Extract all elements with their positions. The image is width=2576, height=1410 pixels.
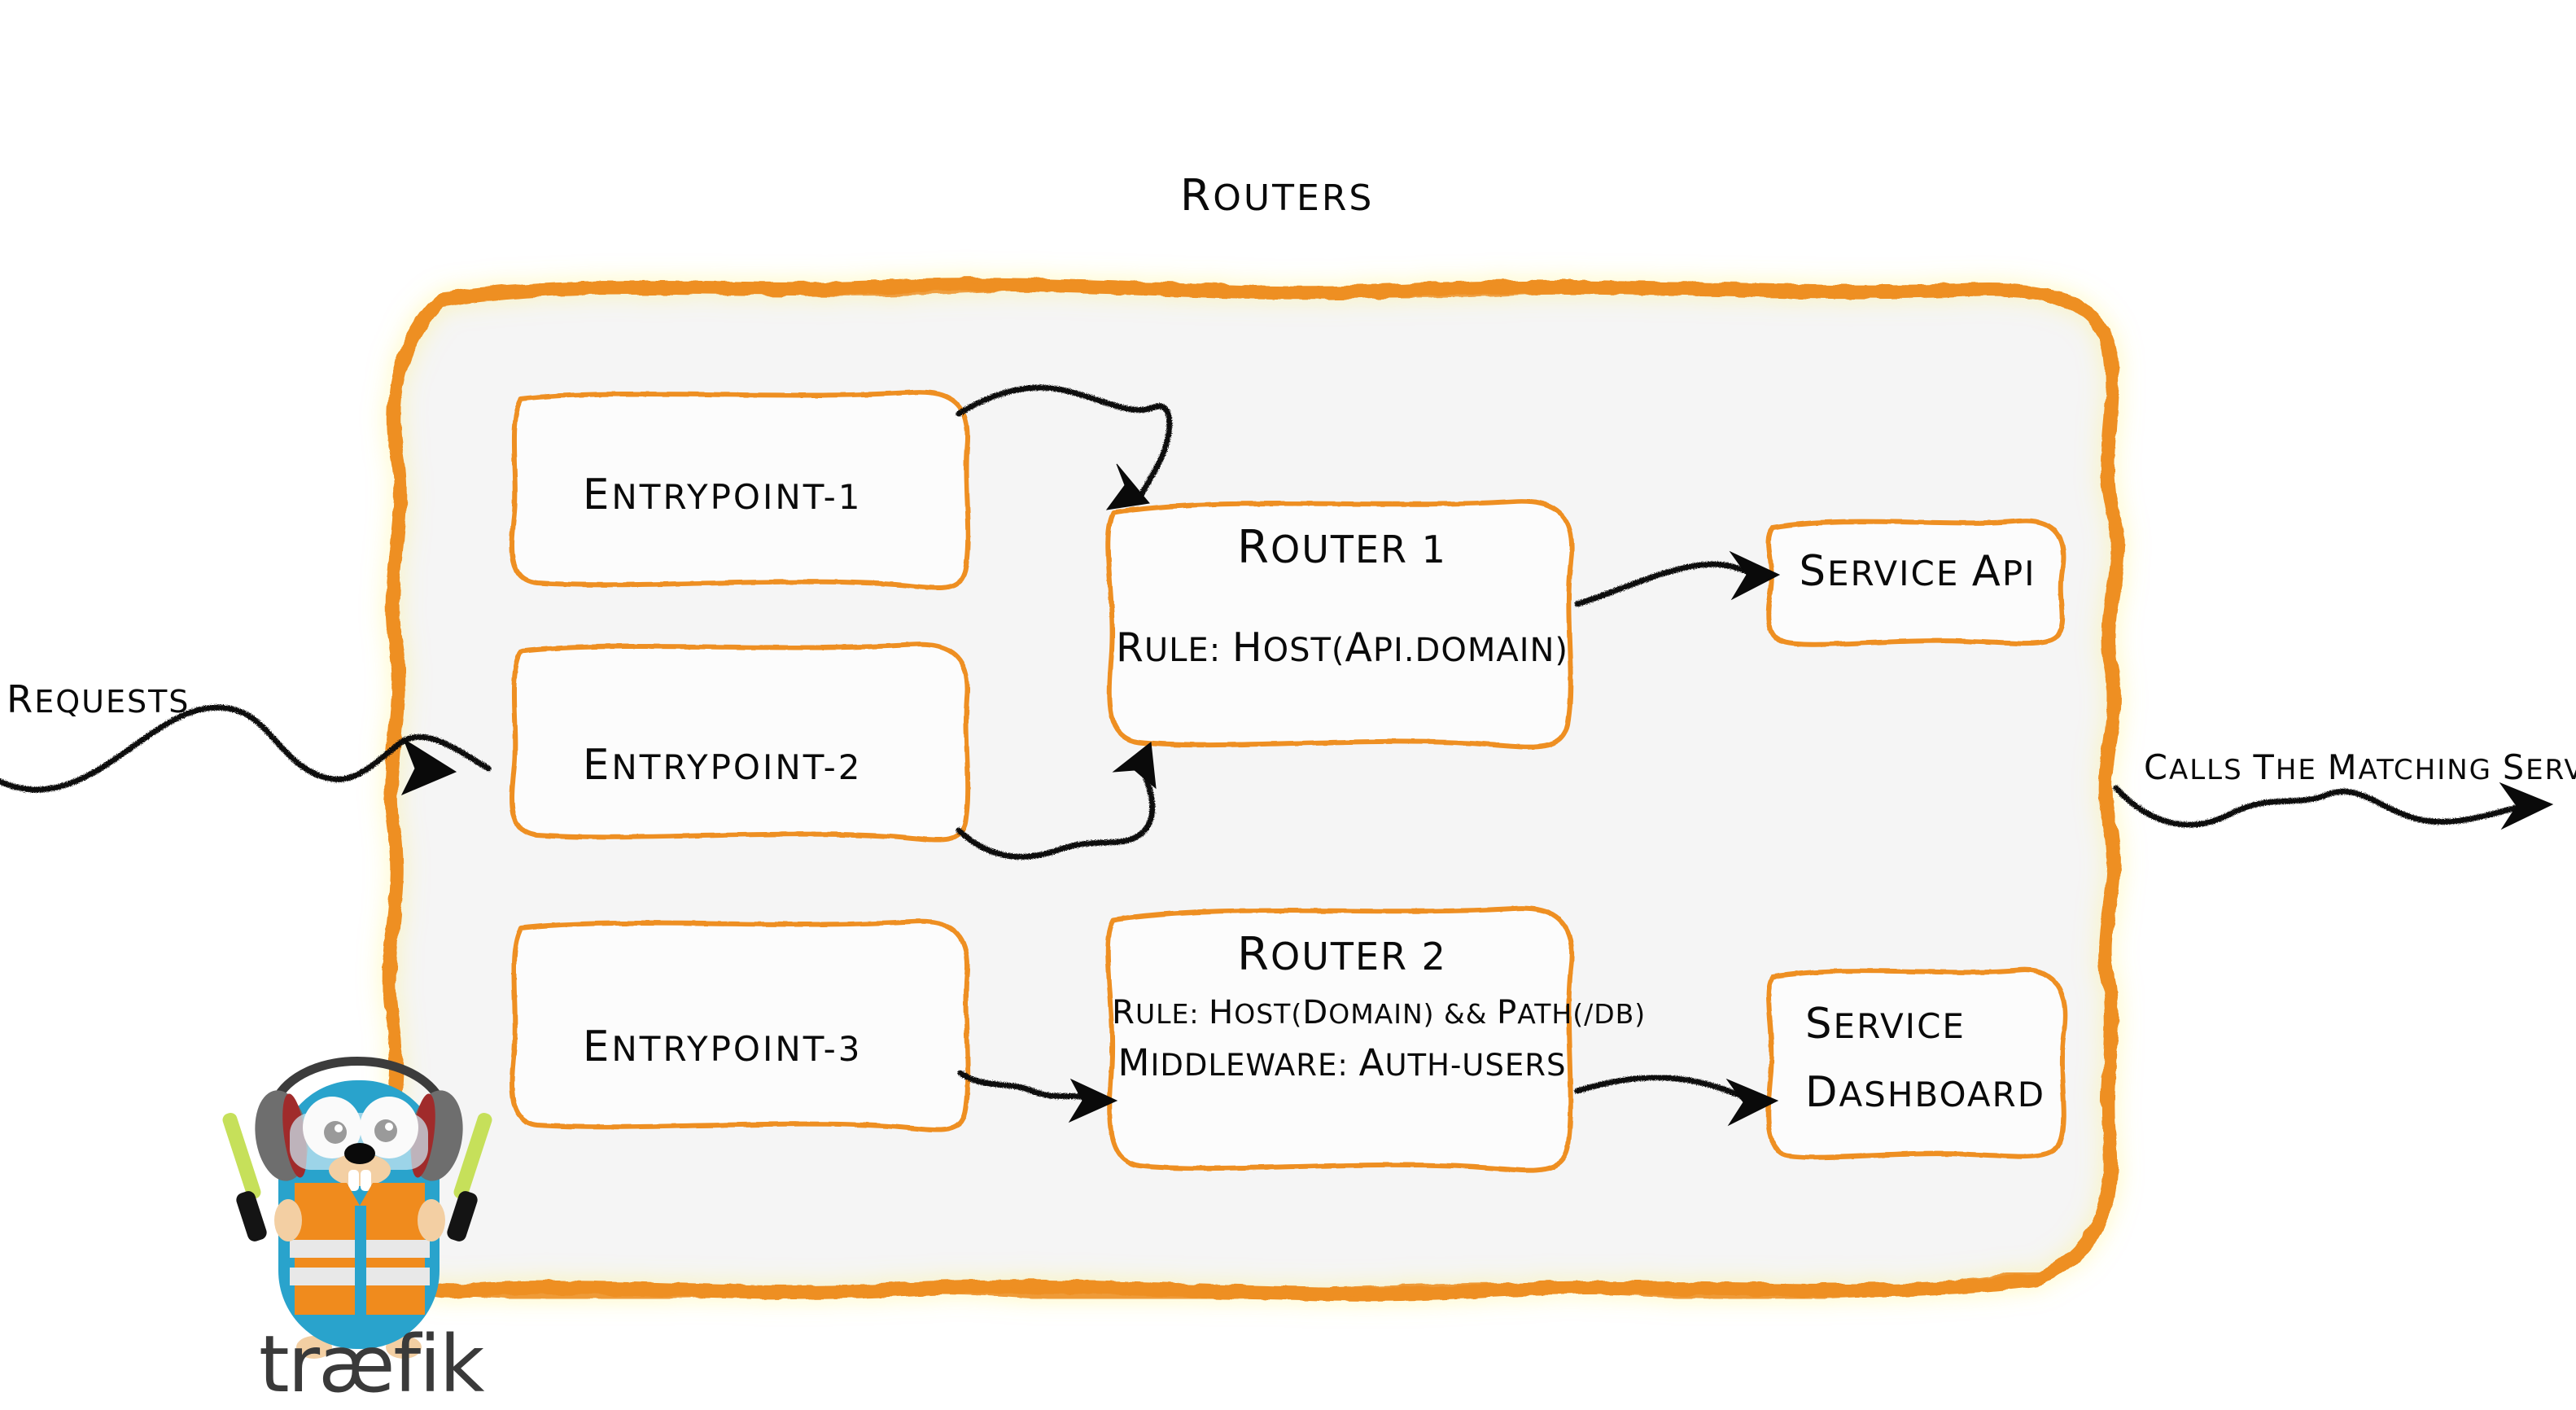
router-2-middleware: Middleware: Auth-users: [1112, 1041, 1572, 1084]
arrow-router2-servicedashboard: [1574, 1075, 1779, 1127]
baton-right-icon: [447, 1112, 492, 1241]
router-1-box[interactable]: [1105, 498, 1575, 750]
page-title-text: Routers: [1180, 169, 1375, 221]
page-title: Routers: [1180, 169, 1374, 221]
arrow-calls-out: [2113, 782, 2554, 830]
router-2-box[interactable]: [1105, 905, 1575, 1173]
router-1-name: Router 1: [1237, 521, 1447, 574]
panel-border-overstroke-bottom: [418, 1270, 2044, 1302]
service-dashboard-text-2: Dashboard: [1805, 1068, 2046, 1117]
traefik-wordmark-text: træfik: [259, 1319, 484, 1410]
router-1[interactable]: Router 1 Rule: Host(Api.domain): [1112, 521, 1572, 671]
requests-label-text: Requests: [7, 677, 190, 721]
arrow-ep3-router2: [957, 1070, 1118, 1123]
connector-arrows: [0, 384, 2554, 1127]
entrypoint-item-3[interactable]: Entrypoint-3: [583, 1022, 862, 1071]
router-1-rule: Rule: Host(Api.domain): [1112, 624, 1572, 671]
router-2-middleware-text: Middleware: Auth-users: [1117, 1041, 1567, 1084]
router-2[interactable]: Router 2 Rule: Host(Domain) && Path(/db)…: [1112, 928, 1645, 1084]
service-dashboard-line-1: Service: [1805, 1000, 2074, 1049]
service-dashboard-line-2: Dashboard: [1805, 1068, 2074, 1117]
entrypoint-3-label: Entrypoint-3: [583, 1022, 863, 1071]
entrypoint-1-box[interactable]: [510, 389, 971, 590]
requests-label: Requests: [7, 677, 190, 721]
service-dashboard[interactable]: Service Dashboard: [1805, 1000, 2074, 1117]
service-api-label: Service API: [1779, 547, 2056, 596]
entrypoint-2-label: Entrypoint-2: [583, 741, 863, 790]
service-api-text: Service API: [1799, 547, 2036, 596]
baton-left-icon: [222, 1112, 267, 1241]
calls-matching-server-text: Calls The Matching Server: [2144, 747, 2576, 787]
router-2-title: Router 2: [1112, 928, 1572, 981]
entrypoint-3-box[interactable]: [510, 918, 971, 1132]
entrypoint-boxes: [510, 389, 971, 1132]
router-boxes: [1105, 498, 1575, 1173]
arrow-router1-serviceapi: [1574, 550, 1781, 607]
router-2-rule: Rule: Host(Domain) && Path(/db): [1112, 994, 1645, 1031]
arrow-ep1-router1: [956, 384, 1173, 510]
arrow-requests-in: [0, 704, 492, 795]
service-dashboard-text-1: Service: [1805, 1000, 1966, 1049]
router-1-rule-text: Rule: Host(Api.domain): [1115, 624, 1569, 671]
entrypoint-1-label: Entrypoint-1: [583, 471, 863, 519]
router-2-name: Router 2: [1237, 928, 1447, 981]
entrypoint-item-1[interactable]: Entrypoint-1: [583, 471, 862, 519]
entrypoint-2-box[interactable]: [510, 642, 971, 843]
traefik-wordmark: træfik: [259, 1325, 484, 1403]
service-api-box[interactable]: [1765, 518, 2066, 647]
router-2-rule-text: Rule: Host(Domain) && Path(/db): [1112, 994, 1647, 1031]
calls-matching-server-label: Calls The Matching Server: [2144, 747, 2576, 787]
entrypoint-item-2[interactable]: Entrypoint-2: [583, 741, 862, 790]
router-1-title: Router 1: [1112, 521, 1572, 574]
arrow-ep2-router1: [956, 742, 1157, 860]
traefik-gopher-mascot: [222, 1057, 492, 1359]
service-api[interactable]: Service API: [1779, 547, 2056, 596]
panel-border-overstroke: [439, 280, 2118, 363]
